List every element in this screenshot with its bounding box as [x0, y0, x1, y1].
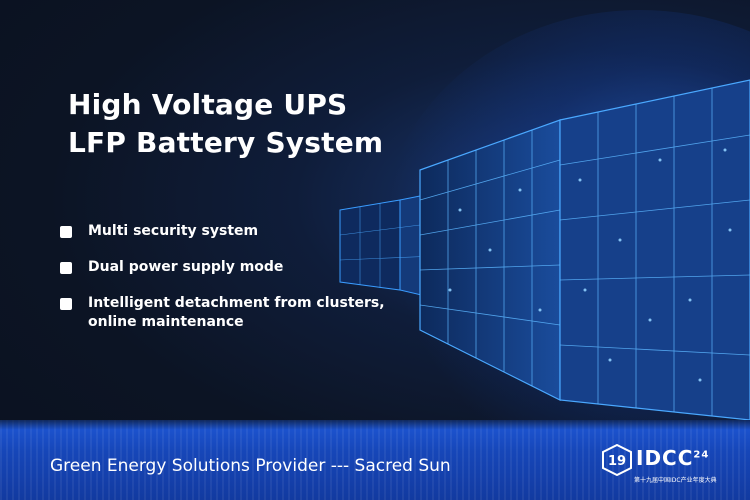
headline-line-1: High Voltage UPS [68, 88, 348, 121]
feature-list: Multi security system Dual power supply … [60, 222, 390, 349]
logo-wordmark: IDCC24 [636, 446, 710, 470]
feature-item: Intelligent detachment from clusters, on… [60, 294, 390, 332]
footer-tagline: Green Energy Solutions Provider --- Sacr… [50, 456, 451, 476]
feature-item: Dual power supply mode [60, 258, 390, 277]
logo-mark: 19 [608, 454, 626, 469]
battery-rack-illustration [339, 79, 750, 420]
feature-text: Intelligent detachment from clusters, on… [88, 295, 385, 330]
logo-subtitle: 第十九届中国IDC产业年度大典 [634, 477, 717, 484]
headline-line-2: LFP Battery System [68, 126, 384, 159]
square-bullet-icon [60, 298, 72, 310]
idcc-badge-icon: 19 [602, 444, 632, 476]
logo-year: 24 [693, 449, 710, 461]
feature-text: Multi security system [88, 223, 259, 239]
square-bullet-icon [60, 262, 72, 274]
feature-text: Dual power supply mode [88, 259, 284, 275]
feature-item: Multi security system [60, 222, 390, 241]
footer-bar [0, 420, 750, 500]
idcc-logo: 19 IDCC24 第十九届中国IDC产业年度大典 [600, 442, 740, 492]
headline: High Voltage UPS LFP Battery System [68, 86, 383, 162]
square-bullet-icon [60, 226, 72, 238]
